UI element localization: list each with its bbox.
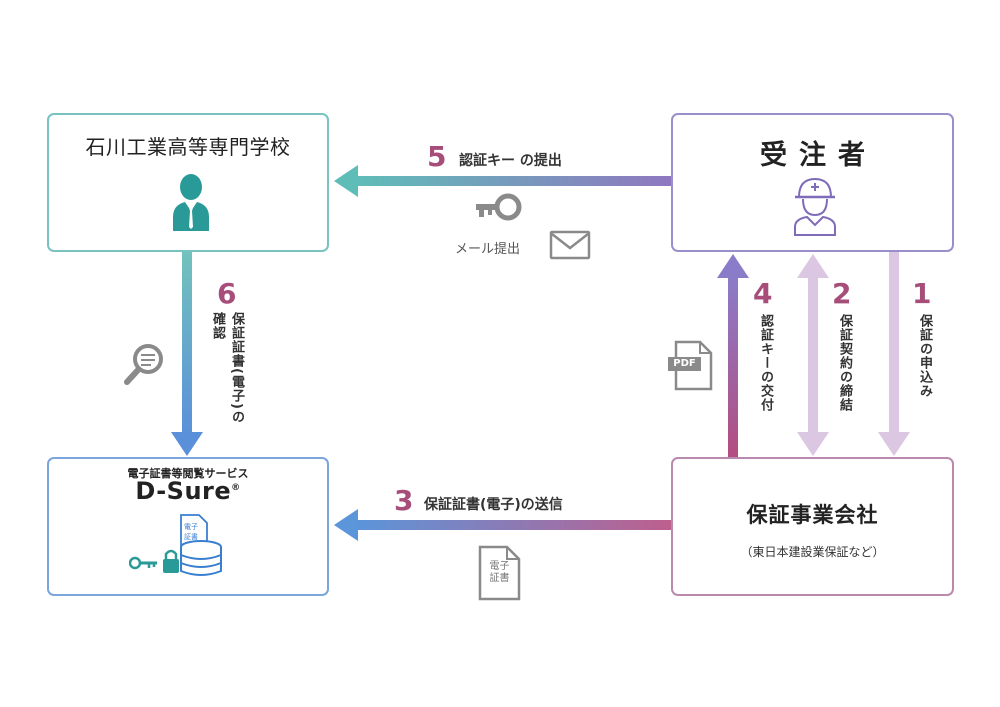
step-1-label: 保証の申込み [917, 314, 932, 398]
step-6-label-line2: 確認 [210, 312, 225, 340]
step-6-number: 6 [217, 277, 237, 310]
guarantor-title: 保証事業会社 [746, 503, 879, 527]
contractor-box: 受注者 [671, 113, 954, 252]
database-key-icon: 電子 証書 [129, 514, 222, 576]
step-5-number: 5 [427, 140, 447, 173]
step-6-label-line1: 保証証書(電子)の [229, 312, 244, 424]
school-title: 石川工業高等専門学校 [85, 135, 291, 159]
step-1-number: 1 [912, 277, 932, 310]
dsure-logo: D-Sure® [49, 477, 327, 505]
key-icon [476, 193, 522, 221]
svg-text:電子: 電子 [184, 523, 198, 531]
step-4-label: 認証キーの交付 [758, 314, 773, 412]
arrow-step-2 [797, 254, 829, 456]
step-3-label: 保証証書(電子)の送信 [424, 497, 563, 513]
arrow-step-4 [717, 254, 749, 457]
document-icon-label: 電子 証書 [489, 561, 510, 584]
contractor-title: 受注者 [760, 140, 877, 171]
step-3-number: 3 [394, 484, 414, 517]
school-box: 石川工業高等専門学校 [47, 113, 329, 252]
step-2-number: 2 [832, 277, 852, 310]
dsure-subtitle: 電子証書等閲覧サービス [127, 467, 249, 480]
arrow-step-5 [334, 165, 671, 197]
pdf-file-icon [668, 340, 713, 391]
guarantor-note: （東日本建設業保証など） [740, 545, 885, 559]
person-icon [173, 174, 209, 231]
magnifier-icon [124, 344, 163, 385]
arrow-step-6 [171, 252, 203, 456]
guarantor-box: 保証事業会社 （東日本建設業保証など） [671, 457, 954, 596]
dsure-logo-text: D-Sure [135, 477, 232, 505]
registered-mark: ® [231, 483, 241, 493]
dsure-box: 電子証書等閲覧サービス D-Sure® 電子 証書 [47, 457, 329, 596]
pdf-icon-label: PDF [673, 358, 696, 369]
svg-text:証書: 証書 [184, 532, 198, 541]
document-icon [478, 545, 521, 601]
mail-icon [549, 230, 591, 260]
arrow-step-1 [878, 252, 910, 456]
arrow-step-3 [334, 509, 671, 541]
mail-submit-label: メール提出 [455, 242, 521, 257]
step-2-label: 保証契約の締結 [837, 314, 852, 412]
step-4-number: 4 [753, 277, 773, 310]
worker-helmet-icon [794, 177, 836, 236]
step-5-label: 認証キー の提出 [459, 153, 562, 169]
